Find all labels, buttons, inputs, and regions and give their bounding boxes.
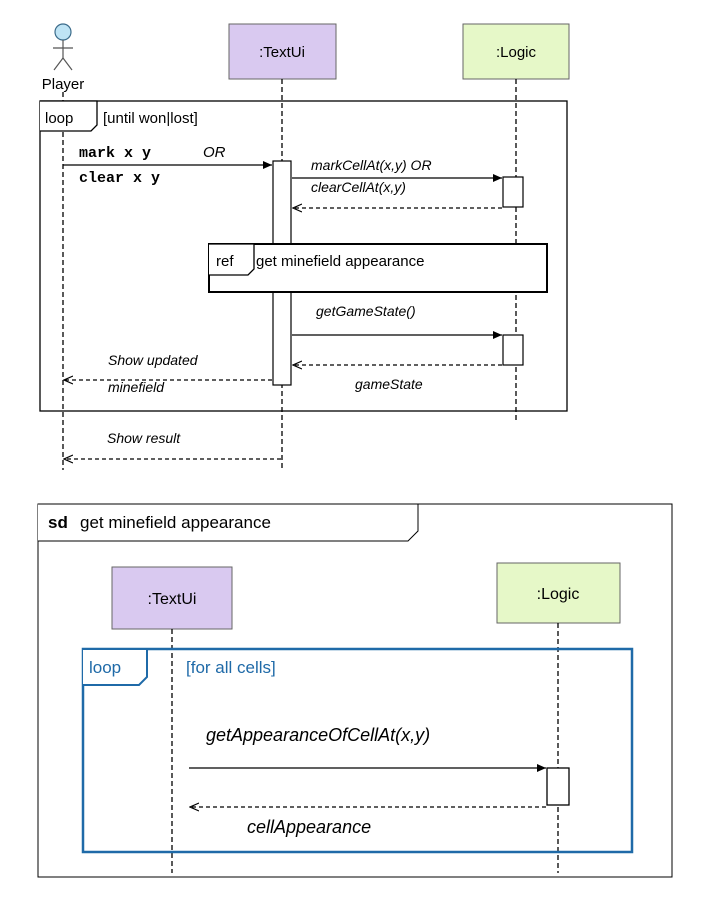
msg-game-state: gameState (355, 376, 423, 392)
ref-label: get minefield appearance (256, 253, 424, 270)
sd-frame: sd get minefield appearance (37, 503, 673, 878)
msg-show-result: Show result (107, 430, 181, 446)
loop-tag-2: loop (89, 658, 121, 677)
msg-show-updated-2: minefield (108, 379, 165, 395)
logic-label-2: :Logic (537, 586, 580, 603)
logic-lifeline-head: :Logic (462, 23, 570, 80)
loop-guard: [until won|lost] (103, 110, 198, 127)
textui-lifeline-head: :TextUi (228, 23, 337, 80)
msg-cell-appearance: cellAppearance (247, 817, 371, 837)
actor-head-icon (54, 23, 72, 41)
logic-activation-3 (546, 767, 570, 806)
msg-get-appearance: getAppearanceOfCellAt(x,y) (206, 725, 430, 745)
loop-guard-2: [for all cells] (186, 658, 276, 677)
sd-title: get minefield appearance (80, 513, 271, 532)
logic-label: :Logic (496, 44, 537, 61)
textui-label-2: :TextUi (148, 591, 197, 608)
loop-frame: loop [until won|lost] (39, 100, 568, 412)
logic-lifeline-head-2: :Logic (496, 562, 621, 624)
textui-label: :TextUi (259, 44, 305, 61)
msg-mark-call: markCellAt(x,y) OR (311, 157, 432, 173)
loop-frame-2: loop [for all cells] (81, 647, 634, 854)
cmd-clear: clear x y (79, 170, 160, 187)
msg-show-updated-1: Show updated (108, 352, 199, 368)
cmd-mark: mark x y (79, 145, 151, 162)
textui-lifeline-head-2: :TextUi (111, 566, 233, 630)
ref-frame: ref get minefield appearance (208, 243, 548, 293)
logic-activation-2 (502, 334, 524, 366)
loop-tag: loop (45, 110, 73, 127)
ref-tag: ref (216, 253, 234, 270)
msg-get-state: getGameState() (316, 303, 416, 319)
logic-activation-1 (502, 176, 524, 208)
msg-clear-call: clearCellAt(x,y) (311, 179, 406, 195)
actor-label: Player (42, 76, 85, 93)
player-actor: Player (42, 23, 85, 93)
sd-tag: sd (48, 513, 68, 532)
cmd-or: OR (203, 144, 226, 161)
